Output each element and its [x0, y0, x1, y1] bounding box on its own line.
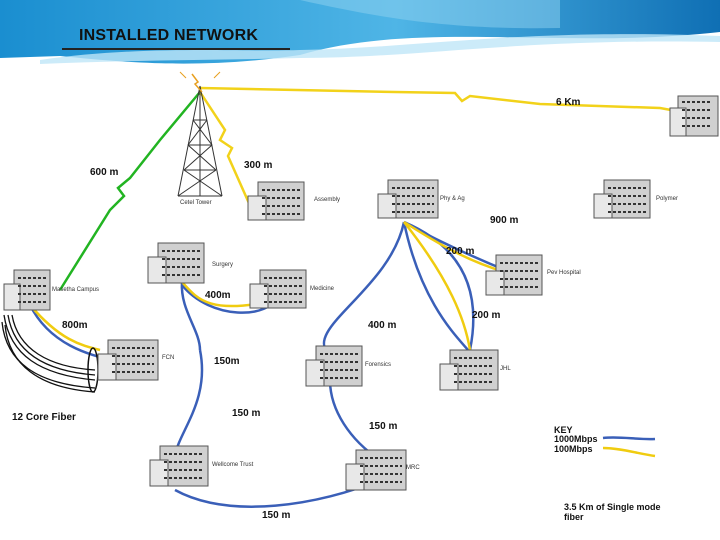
building-forensics	[305, 345, 363, 387]
key-lines	[602, 436, 656, 458]
building-main-campus	[3, 269, 51, 311]
key-label-1000: 1000Mbps	[554, 434, 598, 444]
distance-label-300m: 300 m	[244, 160, 273, 171]
building-label-forensics: Forensics	[365, 362, 392, 368]
building-pharmacy	[377, 179, 439, 219]
distance-label-150m-c: 150 m	[369, 421, 398, 432]
key-line-1000	[602, 436, 656, 441]
building-hospital	[485, 254, 543, 296]
wireless-links	[58, 86, 683, 291]
building-label-fcn: FCN	[162, 355, 175, 361]
title-underline	[62, 48, 290, 50]
link-tower-6km	[199, 86, 683, 114]
distance-label-150m-a: 150m	[214, 356, 240, 367]
link-tower-assembly-300m	[198, 91, 254, 211]
key-title: KEY	[554, 425, 573, 435]
building-fcn	[97, 339, 159, 381]
distance-label-200m-a: 200 m	[446, 246, 475, 257]
building-wellcome	[149, 445, 209, 487]
building-medicine	[249, 269, 307, 309]
fiber-bundle-label: 12 Core Fiber	[12, 412, 76, 423]
key-line-100	[602, 446, 656, 458]
distance-label-400m-b: 400 m	[368, 320, 397, 331]
page-title: INSTALLED NETWORK	[79, 27, 259, 44]
building-assembly	[247, 181, 305, 221]
building-label-hospital: Pev Hospital	[547, 270, 581, 276]
buildings	[3, 95, 719, 491]
distance-label-150m-d: 150 m	[262, 510, 291, 521]
building-jhl	[439, 349, 499, 391]
distance-label-400m-a: 400m	[205, 290, 231, 301]
building-label-pharmacy: Phy & Ag	[440, 196, 465, 202]
cell-tower	[177, 71, 223, 197]
building-mrc	[345, 449, 407, 491]
building-label-main-campus: Masetha Campus	[52, 287, 100, 293]
building-label-mrc: MRC	[406, 465, 420, 471]
fiber-note: 3.5 Km of Single mode fiber	[564, 502, 661, 522]
distance-label-900m: 900 m	[490, 215, 519, 226]
distance-label-150m-b: 150 m	[232, 408, 261, 419]
distance-label-200m-b: 200 m	[472, 310, 501, 321]
distance-label-600m: 600 m	[90, 167, 119, 178]
link-tower-campus-600m	[58, 91, 201, 291]
building-polymer	[593, 179, 651, 219]
building-top-right	[669, 95, 719, 137]
building-label-jhl: JHL	[500, 366, 511, 372]
distance-label-800m: 800m	[62, 320, 88, 331]
building-label-polymer: Polymer	[656, 196, 679, 202]
building-surgery	[147, 242, 205, 284]
building-label-wellcome: Wellcome Trust	[212, 462, 254, 468]
building-label-medicine: Medicine	[310, 286, 335, 292]
building-label-assembly: Assembly	[314, 197, 341, 203]
key-label-100: 100Mbps	[554, 444, 593, 454]
distance-label-6km: 6 Km	[556, 97, 581, 108]
tower-label: Cetel Tower	[180, 200, 212, 206]
building-label-surgery: Surgery	[212, 262, 234, 268]
header-banner	[0, 0, 720, 64]
